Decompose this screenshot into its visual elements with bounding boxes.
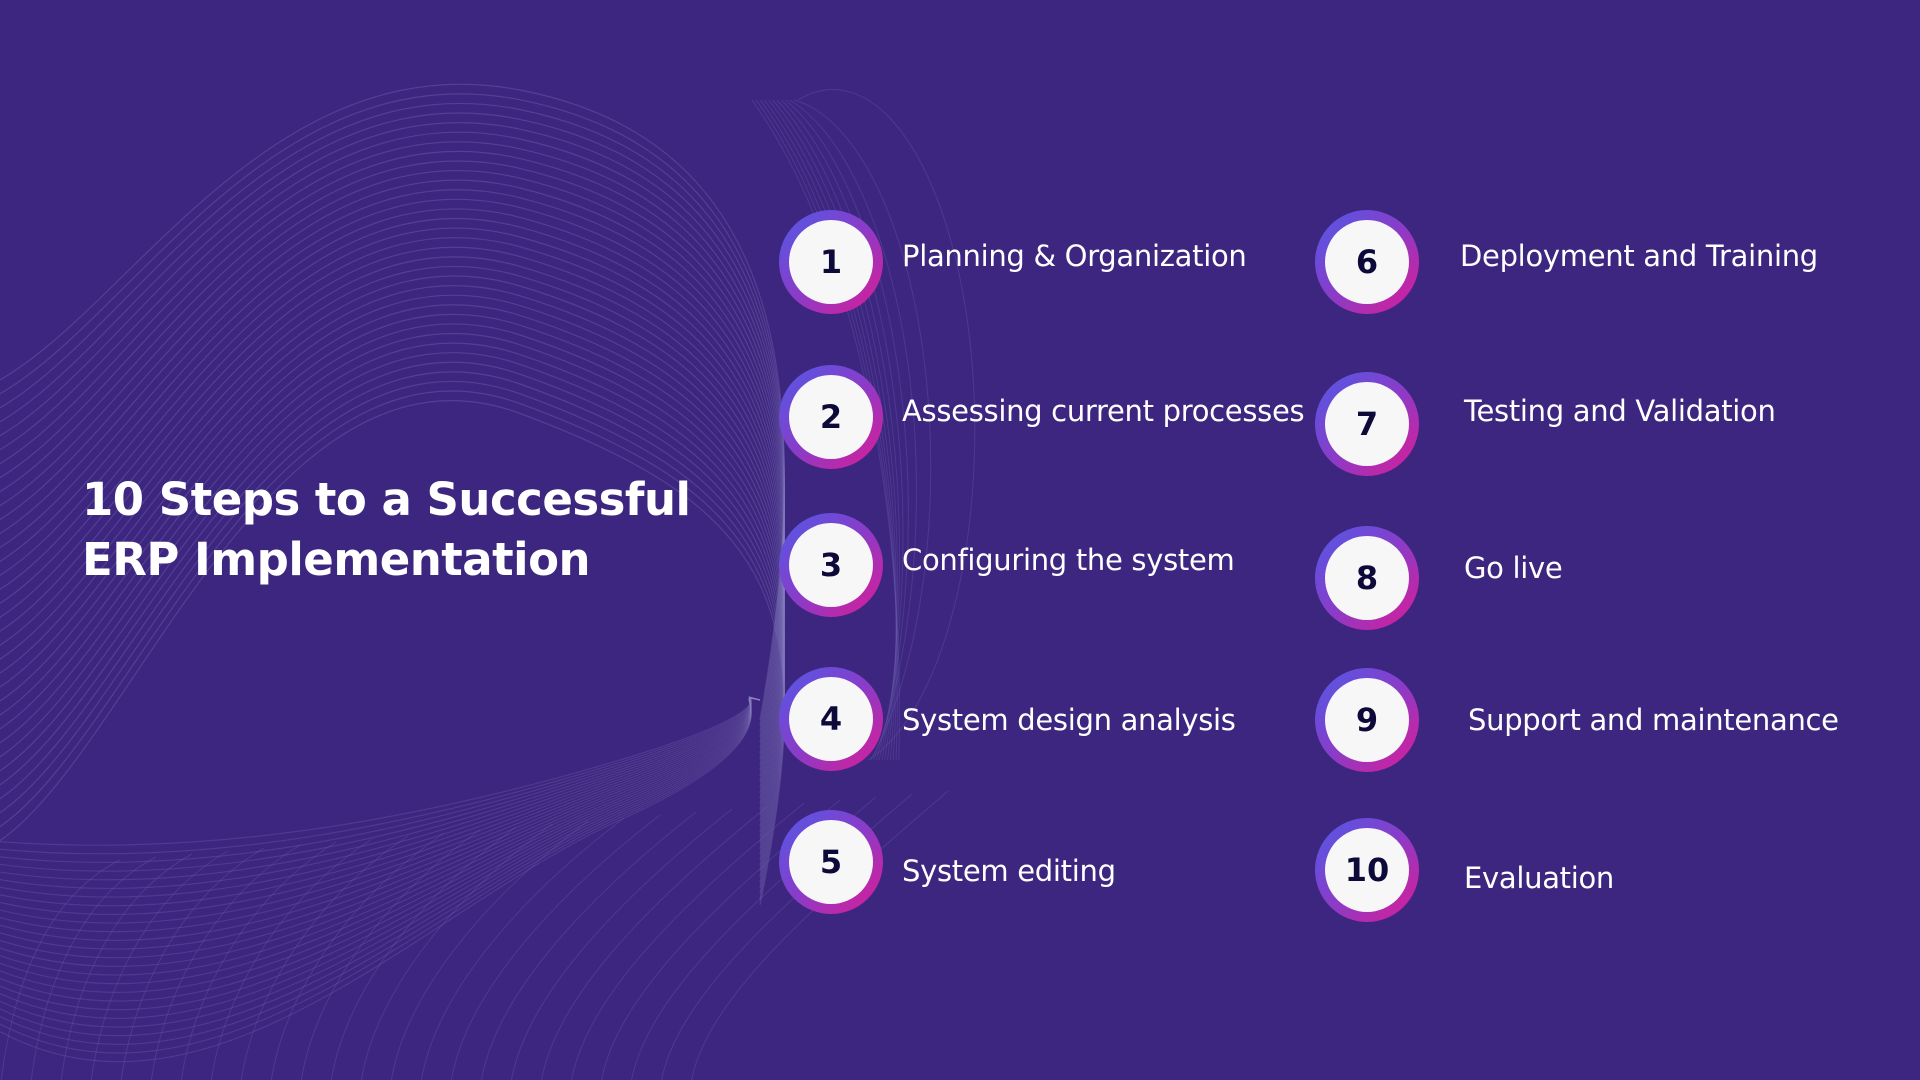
step-number: 1 bbox=[789, 220, 873, 304]
step-label: Configuring the system bbox=[902, 543, 1235, 577]
step-number: 10 bbox=[1325, 828, 1409, 912]
step-number: 7 bbox=[1325, 382, 1409, 466]
slide-title: 10 Steps to a Successful ERP Implementat… bbox=[82, 470, 691, 590]
step-number: 3 bbox=[789, 523, 873, 607]
step-number: 4 bbox=[789, 677, 873, 761]
step-label: Testing and Validation bbox=[1464, 394, 1776, 428]
step-number: 2 bbox=[789, 375, 873, 459]
step-number-badge: 8 bbox=[1315, 526, 1419, 630]
step-number-badge: 1 bbox=[779, 210, 883, 314]
step-label: Support and maintenance bbox=[1468, 703, 1839, 737]
step-number: 8 bbox=[1325, 536, 1409, 620]
step-number-badge: 4 bbox=[779, 667, 883, 771]
step-number-badge: 6 bbox=[1315, 210, 1419, 314]
step-label: System editing bbox=[902, 854, 1116, 888]
step-label: Go live bbox=[1464, 551, 1563, 585]
step-number-badge: 2 bbox=[779, 365, 883, 469]
step-label: Assessing current processes bbox=[902, 394, 1305, 428]
slide-title-line-1: 10 Steps to a Successful bbox=[82, 473, 691, 526]
step-label: Evaluation bbox=[1464, 861, 1615, 895]
step-number: 9 bbox=[1325, 678, 1409, 762]
step-number-badge: 10 bbox=[1315, 818, 1419, 922]
step-number: 5 bbox=[789, 820, 873, 904]
step-number: 6 bbox=[1325, 220, 1409, 304]
step-number-badge: 9 bbox=[1315, 668, 1419, 772]
step-label: Planning & Organization bbox=[902, 239, 1247, 273]
slide-title-line-2: ERP Implementation bbox=[82, 533, 591, 586]
step-label: Deployment and Training bbox=[1460, 239, 1818, 273]
step-number-badge: 3 bbox=[779, 513, 883, 617]
step-number-badge: 5 bbox=[779, 810, 883, 914]
step-label: System design analysis bbox=[902, 703, 1236, 737]
step-number-badge: 7 bbox=[1315, 372, 1419, 476]
